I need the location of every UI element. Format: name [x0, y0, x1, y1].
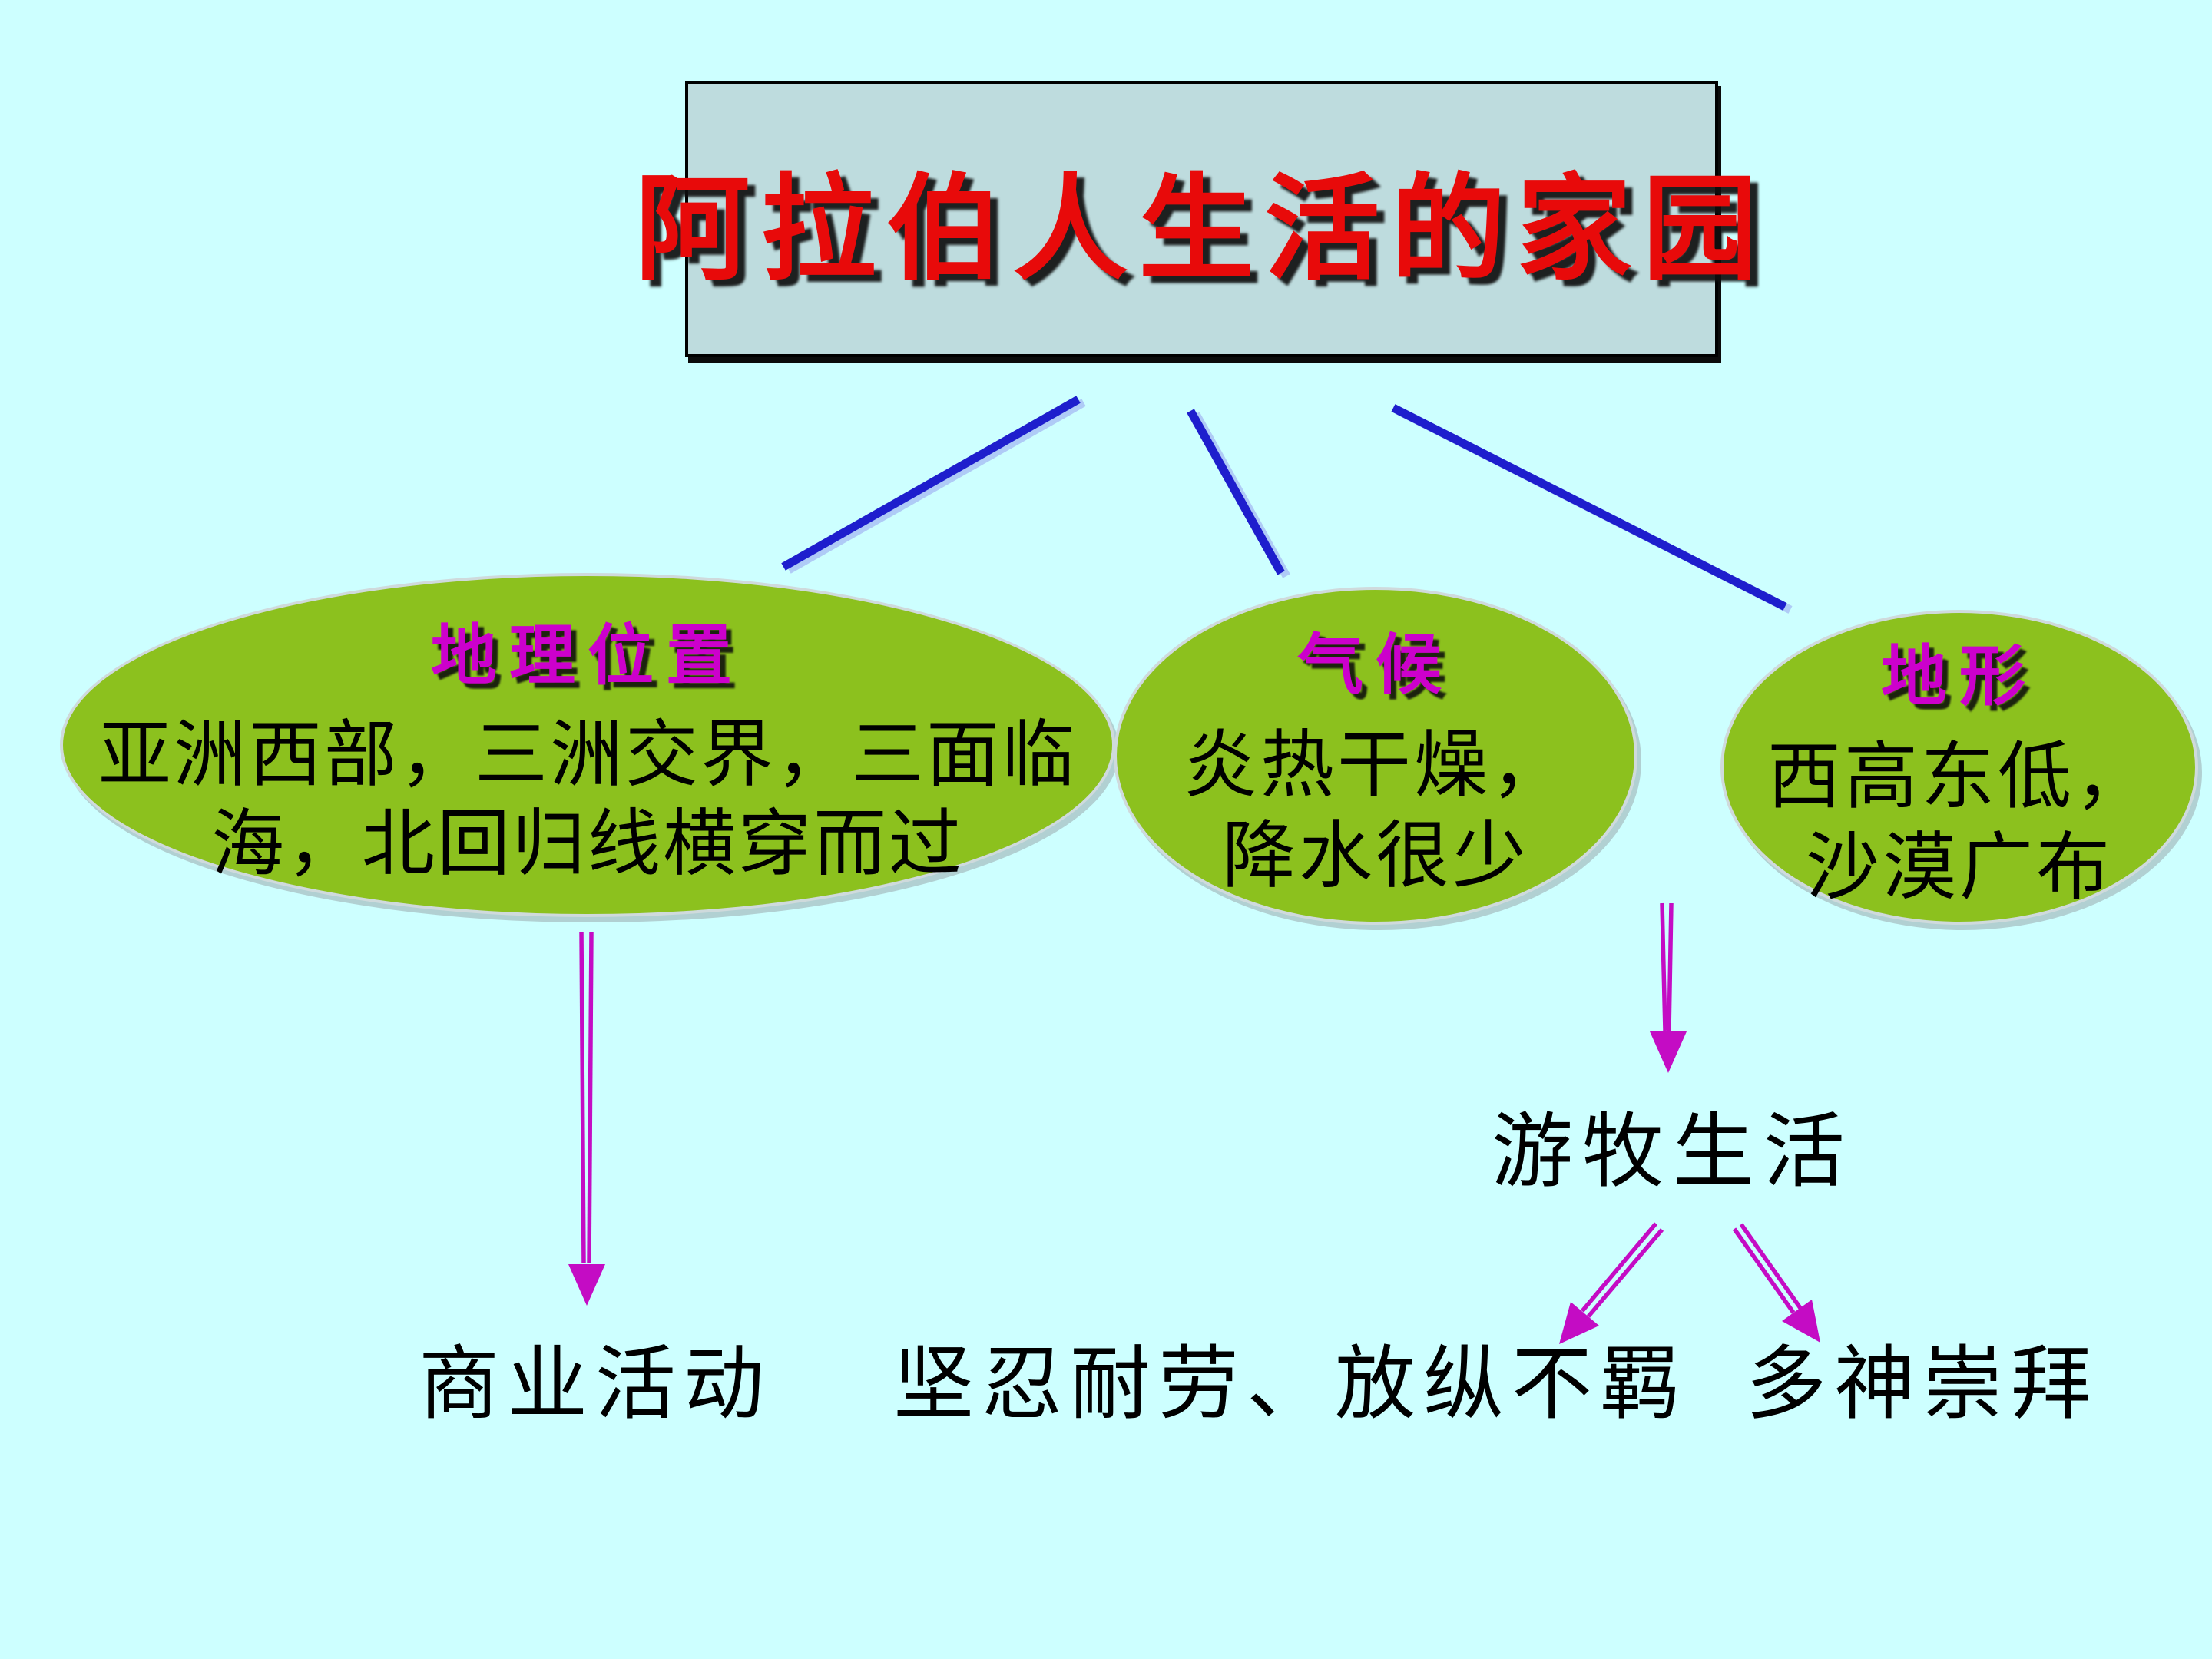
climate-title: 气候 — [1297, 628, 1454, 703]
arrow-shaft — [1586, 1228, 1664, 1318]
arrow-shaft — [579, 931, 586, 1264]
outcome-polytheism: 多神崇拜 — [1746, 1339, 2100, 1429]
arrow-shaft — [1732, 1227, 1796, 1314]
connector-line-climate — [1187, 409, 1285, 575]
nomadic-life-label: 游牧生活 — [1492, 1108, 1854, 1197]
geography-body: 亚洲西部，三洲交界，三面临 海，北回归线横穿而过 — [98, 714, 1077, 885]
arrow-terrain-to-nomadic — [1650, 902, 1687, 1073]
title-box: 阿拉伯人生活的家园 — [635, 81, 1758, 357]
arrow-geography-to-commerce — [568, 931, 605, 1306]
arrow-shaft — [1739, 1223, 1803, 1310]
terrain-title: 地形 — [1881, 640, 2038, 714]
connector-line-geography — [781, 396, 1081, 571]
connector-line-shadow — [1396, 407, 1793, 614]
arrow-nomadic-to-polytheism — [1732, 1223, 1820, 1343]
arrow-shaft — [587, 931, 594, 1264]
arrow-shaft — [1660, 902, 1667, 1031]
outcome-commerce: 商业活动 — [419, 1339, 773, 1429]
climate-body: 炎热干燥， 降水很少 — [1184, 724, 1568, 897]
arrow-shaft — [1667, 902, 1674, 1031]
arrow-shaft — [1580, 1222, 1658, 1313]
arrow-head — [1559, 1302, 1599, 1344]
branch-ellipse-terrain: 地形 西高东低， 沙漠广布 — [1720, 610, 2198, 925]
geography-title: 地理位置 — [431, 618, 744, 693]
connector-line-terrain — [1391, 404, 1787, 611]
terrain-body: 西高东低， 沙漠广布 — [1767, 736, 2151, 909]
connector-line-shadow — [1192, 412, 1290, 578]
arrow-head — [1782, 1300, 1820, 1343]
outcome-endurance: 坚忍耐劳、放纵不羁 — [893, 1339, 1689, 1429]
branch-ellipse-climate: 气候 炎热干燥， 降水很少 — [1114, 587, 1637, 925]
arrow-head — [1650, 1031, 1687, 1073]
arrow-head — [568, 1264, 605, 1306]
branch-ellipse-geography: 地理位置 亚洲西部，三洲交界，三面临 海，北回归线横穿而过 — [60, 573, 1115, 917]
arrow-nomadic-to-endurance — [1559, 1222, 1664, 1344]
slide-title: 阿拉伯人生活的家园 — [634, 166, 1769, 294]
connector-line-shadow — [786, 399, 1086, 574]
